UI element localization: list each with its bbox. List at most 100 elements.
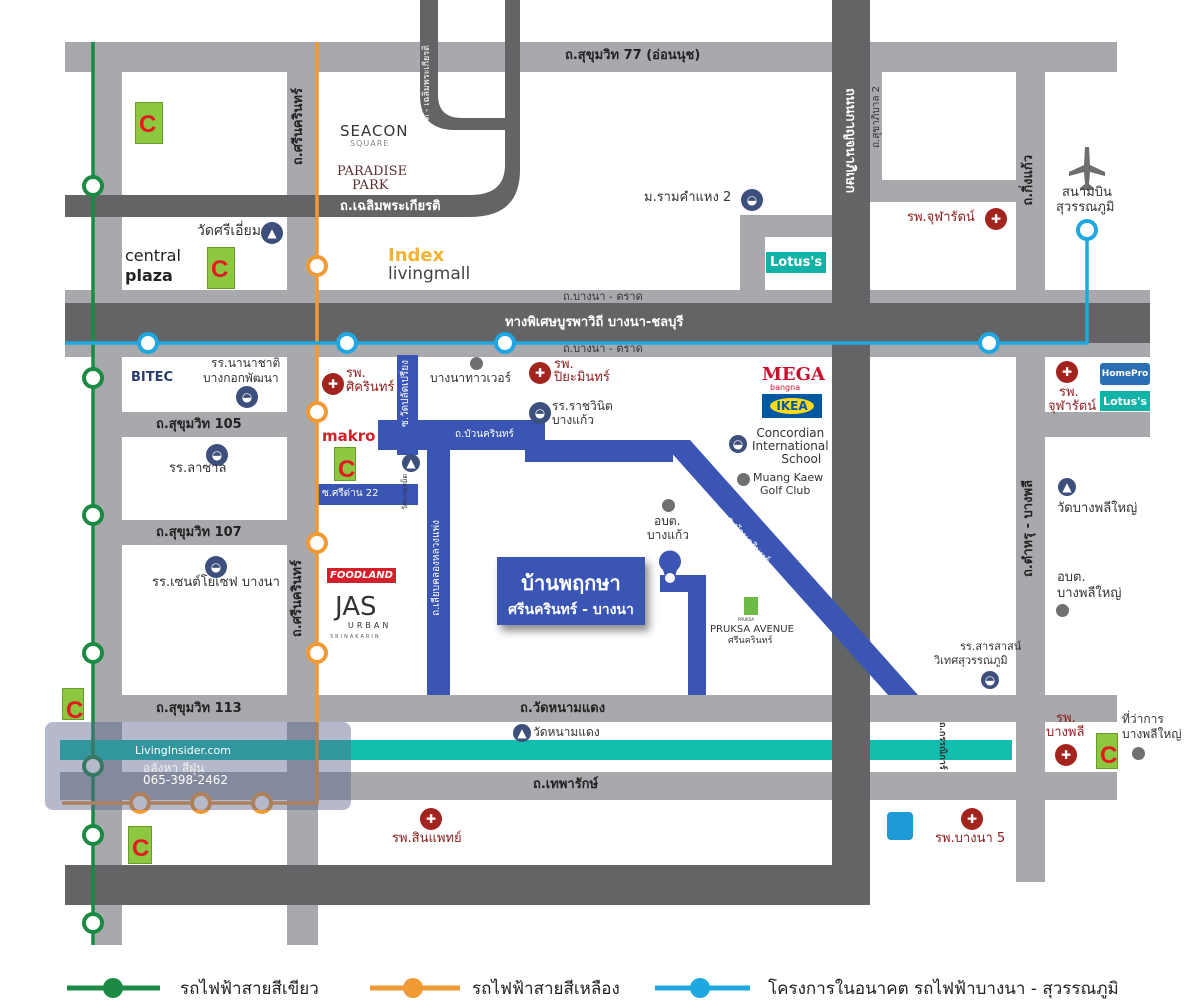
teal-canal (60, 740, 1012, 760)
legend-future-line: โครงการในอนาคต รถไฟฟ้าบางนา - สุวรรณภูมิ (768, 979, 1119, 999)
makro-logo: makro (322, 427, 376, 445)
location-pin-icon (659, 550, 681, 592)
seacon-logo: SEACON (340, 122, 409, 140)
pruksa-avenue-label-2: ศรีนครินทร์ (728, 636, 773, 646)
obt-bangkaew-label-2: บางแก้ว (647, 528, 689, 542)
road-label: ถ.วัดหนามแดง (520, 701, 606, 716)
index-logo: Index (388, 245, 445, 266)
chularat-label: รพ.จุฬารัตน์ (907, 210, 975, 225)
road-label: ถ.กิ่งแก้ว (1021, 155, 1036, 206)
seacon-sub: SQUARE (350, 139, 390, 148)
local-blue-roads (318, 355, 918, 695)
bigc-logo (334, 447, 356, 484)
hospital-icon: ✚ (1056, 361, 1078, 383)
rachawinit-label: รร.ราชวินิต (552, 399, 613, 413)
project-location: ศรีนครินทร์ - บางนา (508, 602, 634, 618)
road-label: ถ.เทพารักษ์ (533, 777, 599, 792)
mega-sub: bangna (770, 383, 801, 392)
jas-logo: JAS (335, 592, 377, 622)
paradise-park-logo: PARADISE (337, 164, 408, 179)
road-sukhaphiban2 (870, 72, 882, 182)
project-callout[interactable]: บ้านพฤกษา ศรีนครินทร์ - บางนา (497, 557, 645, 625)
legend-yellow-line: รถไฟฟ้าสายสีเหลือง (472, 979, 620, 999)
wat-sri-iam-label: วัดศรีเอี่ยม (197, 223, 261, 239)
bangphli-hosp-label-2: บางพลี (1046, 725, 1085, 740)
road-label: ถ.สุขาภิบาล 2 (871, 86, 882, 149)
bitec-logo: BITEC (131, 370, 174, 385)
temple-icon: ▲ (402, 454, 420, 472)
chularat-right-label-2: จุฬารัตน์ (1048, 399, 1097, 414)
bigc-logo (135, 102, 163, 144)
concordian-line2: International (752, 439, 829, 454)
watermark-brand: LivingInsider.com (135, 744, 231, 757)
obt-bangphli-label: อบต. (1057, 570, 1086, 585)
piyamin-label-2: ปิยะมินทร์ (554, 370, 610, 385)
obt-bangkaew-label: อบต. (654, 514, 681, 528)
school-icon: ◒ (729, 435, 747, 453)
nanachat-label: รร.นานาชาติ (211, 356, 281, 370)
road-bottom-dark (65, 865, 870, 905)
bangchak-logo (887, 812, 913, 840)
hospital-icon: ✚ (420, 808, 442, 830)
yellow-stations (129, 255, 328, 814)
school-icon: ◒ (206, 444, 228, 466)
road-sukhumvit107 (93, 520, 318, 545)
bangphli-hosp-label: รพ. (1056, 711, 1076, 726)
poi-dot-icon (662, 499, 675, 512)
hospital-icon: ✚ (961, 808, 983, 830)
watermark-agent: อลังหา สีฝุ่น (143, 761, 205, 775)
road-label: ถ.ตำหรุ - บางพลี (1021, 480, 1036, 577)
road-label: ถนนกาญจนาภิเษก (842, 88, 858, 194)
rachawinit-label-2: บางแก้ว (552, 413, 594, 427)
bigc-logo (62, 688, 84, 725)
ramkhamhaeng-label: ม.รามคำแหง 2 (644, 190, 732, 205)
road-label: ถ.สุขุมวิท 113 (156, 701, 242, 716)
sinphaet-label: รพ.สินแพทย์ (392, 831, 462, 846)
index-sub: livingmall (388, 264, 471, 284)
pruksa-brand: PRUKSA (738, 617, 755, 622)
bigc-logo (207, 247, 235, 289)
homepro-logo: HomePro (1100, 363, 1150, 385)
legend-lines (67, 978, 750, 998)
blue-stations (137, 219, 1098, 354)
golf-label-2: Golf Club (760, 484, 811, 497)
hospital-icon: ✚ (529, 362, 551, 384)
road-label: ถ.ศรีนครินทร์ (291, 88, 306, 166)
sikarin-label: รพ. (346, 366, 366, 381)
bangna-tower-label: บางนาทาวเวอร์ (430, 371, 512, 385)
road-label: ถ.เฉลิมพระเกียรติ (340, 199, 441, 214)
jas-sub-2: SRINAKARIN (330, 634, 381, 640)
paradise-sub: PARK (352, 178, 389, 193)
road-sukhumvit113 (93, 695, 1117, 722)
jas-sub: URBAN (348, 621, 392, 630)
nanachat-label-2: บางกอกพัฒนา (203, 371, 279, 385)
ikea-text: IKEA (770, 398, 814, 414)
road-chalerm-phrakiat (65, 0, 520, 217)
ikea-logo: IKEA (762, 394, 822, 418)
sarasas-label-2: วิเทศสุวรรณภูมิ (934, 654, 1008, 667)
watermark: LivingInsider.com อลังหา สีฝุ่น 065-398-… (45, 722, 351, 810)
hospital-icon: ✚ (985, 208, 1007, 230)
poi-dot-icon (737, 473, 750, 486)
road-label: ถ.เฉลิมพระเกียรติ - เฉลิมพระเกียรติ (422, 45, 432, 184)
road-label: ถ.ศรีนครินทร์ (290, 560, 305, 638)
wat-nam-daeng-label: วัดหนามแดง (533, 725, 600, 739)
concordian-line1: Concordian (756, 426, 825, 440)
road-sukhumvit77 (65, 42, 1117, 72)
road-label: ทางพิเศษบูรพาวิถี บางนา-ชลบุรี (505, 315, 684, 330)
road-label: ถ.สุขุมวิท 77 (อ่อนนุช) (565, 48, 701, 63)
road-label: ซ.ศรีด่าน 22 (322, 488, 379, 499)
sarasas-label: รร.สารสาสน์ (960, 640, 1022, 653)
school-icon: ◒ (205, 556, 227, 578)
airplane-icon (1069, 147, 1105, 190)
road-label: ถ.บางนา - ตราด (563, 290, 643, 303)
bigc-logo (128, 826, 152, 864)
piyamin-label: รพ. (554, 357, 574, 372)
obt-bangphli-label-2: บางพลีใหญ่ (1057, 586, 1122, 601)
road-label: ถ.กรรณิการ์ (936, 722, 947, 770)
road-label: ถ.เลียบคลองหลวงแพ่ง (431, 520, 442, 616)
bangna5-label: รพ.บางนา 5 (935, 831, 1006, 846)
hospital-icon: ✚ (322, 373, 344, 395)
